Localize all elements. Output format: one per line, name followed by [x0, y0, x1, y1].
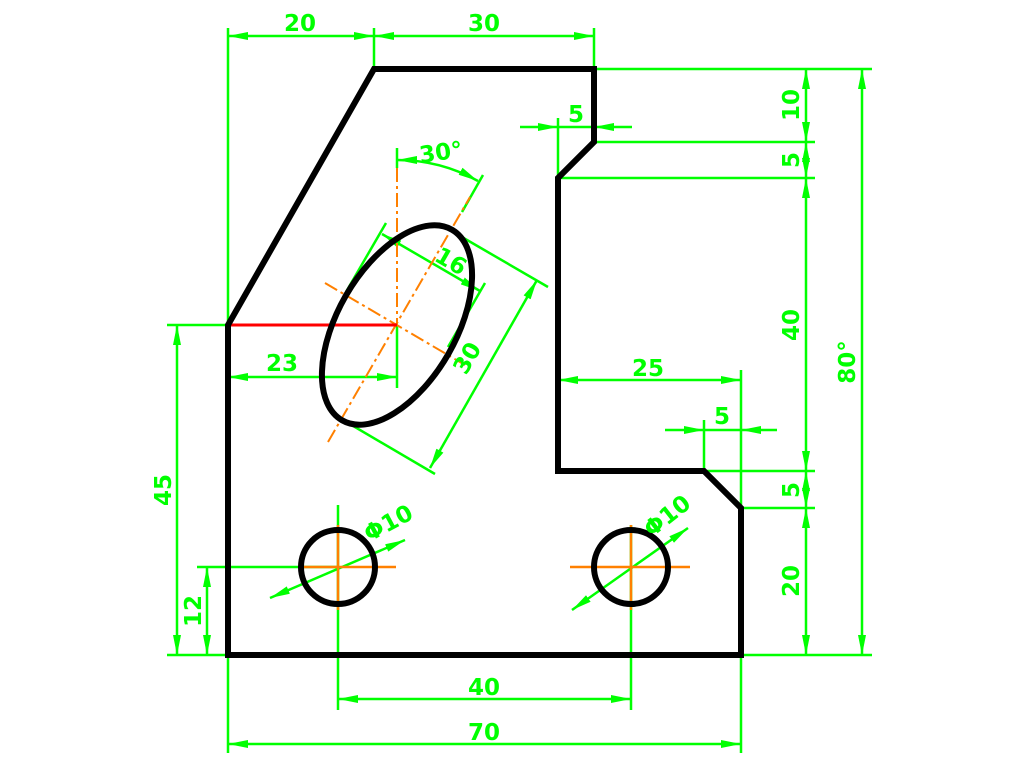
- extension-lines: [167, 28, 872, 753]
- centerlines: [300, 168, 690, 610]
- dim-left-45: 45: [151, 474, 177, 506]
- slot-ellipse: [318, 222, 476, 428]
- dim-right-5-top: 5: [779, 152, 805, 168]
- dim-right-5-bottom: 5: [779, 482, 805, 498]
- dim-left-12: 12: [181, 595, 207, 627]
- dim-hole-left-dia: Φ10: [360, 500, 418, 547]
- hole-left: [298, 527, 378, 607]
- dim-right-20: 20: [779, 565, 805, 597]
- dim-holes-spacing: 40: [468, 675, 500, 701]
- dim-hole-offset-23: 23: [266, 351, 298, 377]
- dim-notch-width: 5: [568, 102, 584, 128]
- hole-right: [591, 527, 671, 607]
- dim-chamfer-5: 5: [714, 404, 730, 430]
- dimension-labels: 20 30 5 10 5 40 5 20 80° 25 5 45 12 23 4…: [151, 11, 861, 746]
- dim-slot-angle: 30°: [418, 137, 465, 169]
- dim-step-25: 25: [632, 356, 664, 382]
- dim-overall-height: 80°: [835, 340, 861, 384]
- dim-top-right: 30: [468, 11, 500, 37]
- dim-right-40: 40: [779, 309, 805, 341]
- part-outline: [225, 66, 744, 658]
- dim-top-left: 20: [284, 11, 316, 37]
- dim-right-10: 10: [779, 89, 805, 121]
- dim-overall-width: 70: [468, 720, 500, 746]
